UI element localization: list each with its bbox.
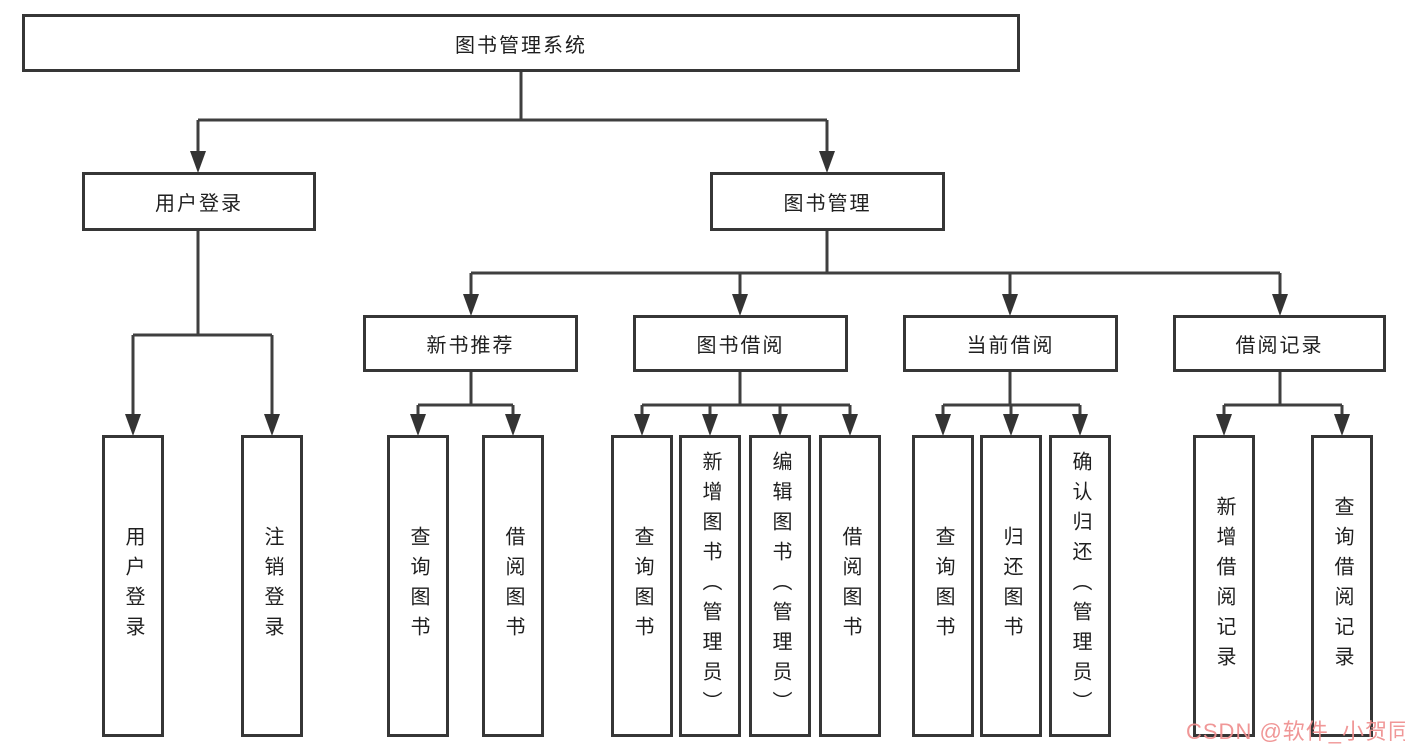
leaf-borrow-books-recommend: 借阅图书 — [482, 435, 544, 737]
leaf-add-books-admin: 新增图书（管理员） — [679, 435, 741, 737]
leaf-query-borrow-record: 查询借阅记录 — [1311, 435, 1373, 737]
leaf-query-books-recommend: 查询图书 — [387, 435, 449, 737]
node-book-management-system: 图书管理系统 — [22, 14, 1020, 72]
node-borrowing-records: 借阅记录 — [1173, 315, 1386, 372]
leaf-query-books-borrowing: 查询图书 — [611, 435, 673, 737]
leaf-logout: 注销登录 — [241, 435, 303, 737]
node-user-login: 用户登录 — [82, 172, 316, 231]
node-book-borrowing: 图书借阅 — [633, 315, 848, 372]
leaf-query-books-current: 查询图书 — [912, 435, 974, 737]
node-book-management: 图书管理 — [710, 172, 945, 231]
leaf-borrow-books-borrowing: 借阅图书 — [819, 435, 881, 737]
leaf-edit-books-admin: 编辑图书（管理员） — [749, 435, 811, 737]
leaf-return-books: 归还图书 — [980, 435, 1042, 737]
node-new-book-recommendation: 新书推荐 — [363, 315, 578, 372]
leaf-add-borrow-record: 新增借阅记录 — [1193, 435, 1255, 737]
leaf-confirm-return-admin: 确认归还（管理员） — [1049, 435, 1111, 737]
leaf-user-login: 用户登录 — [102, 435, 164, 737]
node-current-borrowing: 当前借阅 — [903, 315, 1118, 372]
